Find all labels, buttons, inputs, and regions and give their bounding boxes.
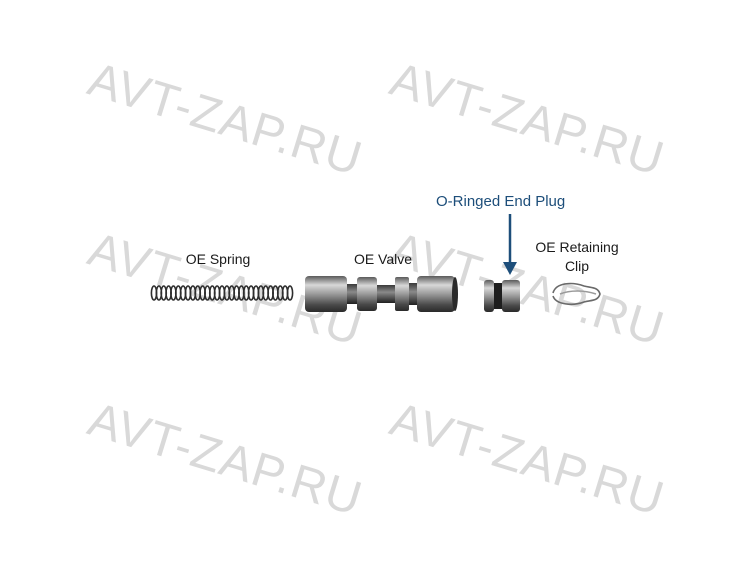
valve-part [305, 276, 458, 312]
spring-part [150, 285, 294, 301]
clip-label-line2: Clip [564, 258, 590, 274]
callout-arrow [503, 214, 517, 275]
spring-label: OE Spring [185, 251, 251, 267]
spring-coil [286, 285, 294, 301]
end-plug-part [484, 280, 520, 312]
end-plug-callout: O-Ringed End Plug [436, 193, 566, 210]
retaining-clip-part [552, 282, 601, 306]
valve-label: OE Valve [353, 251, 413, 267]
clip-label-line1: OE Retaining [535, 239, 619, 255]
